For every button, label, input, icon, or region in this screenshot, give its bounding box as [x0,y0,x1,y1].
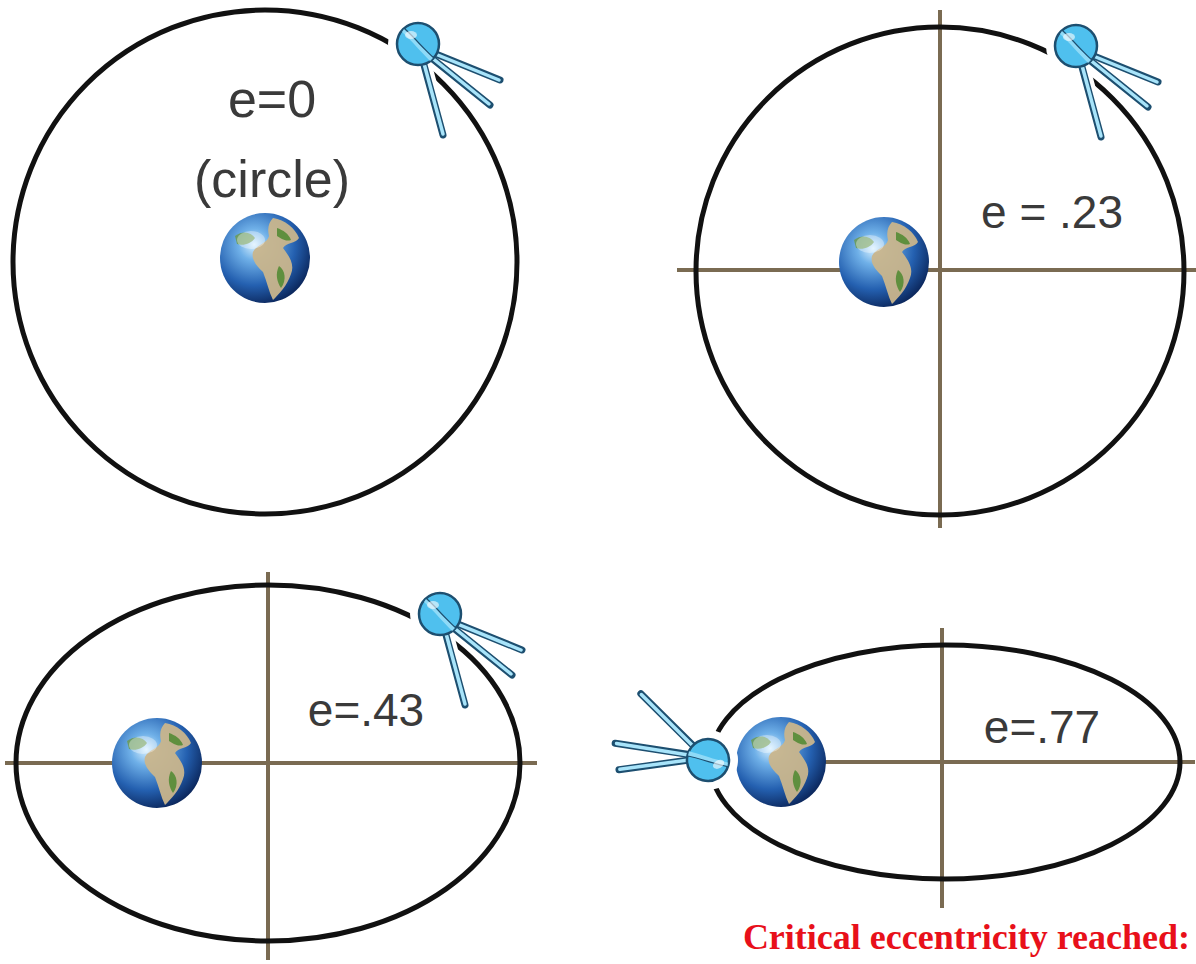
satellite-icon [1046,16,1158,137]
eccentricity-label: (circle) [194,151,350,208]
minor-axis [266,572,270,960]
orbit-node: e=.77 [704,639,1186,885]
text-slot: e=.77 [984,702,1100,753]
text-slot: (circle) [194,151,350,208]
orbit-outline [704,639,1186,885]
earth-icon [736,717,826,807]
eccentricity-label: e=0 [228,71,316,128]
earth-icon [220,213,310,303]
orbit-path [696,27,1184,515]
axis-lines [5,10,1196,960]
satellite-icon [591,666,748,827]
text-slot: e = .23 [981,187,1123,238]
major-axis [677,268,1196,272]
eccentricity-label: e=.77 [984,702,1100,753]
satellite-icon [388,14,500,135]
eccentricity-label: e=.43 [308,685,424,736]
orbit-path [710,645,1180,879]
orbit-node: e = .23 [690,21,1190,521]
eccentricity-label: e = .23 [981,187,1123,238]
orbit-outline [690,21,1190,521]
orbit-path [13,10,517,514]
text-slot: e=.43 [308,685,424,736]
orbit-node: e=0 (circle) [7,4,523,520]
warning-note: Critical eccentricity reached: [743,918,1190,958]
text-slot: e=0 [228,71,316,128]
earth-icon [839,217,929,307]
major-axis [5,761,537,765]
earth-icon [112,718,202,808]
satellite-icon [410,584,522,705]
minor-axis [938,10,942,528]
minor-axis [940,628,944,908]
